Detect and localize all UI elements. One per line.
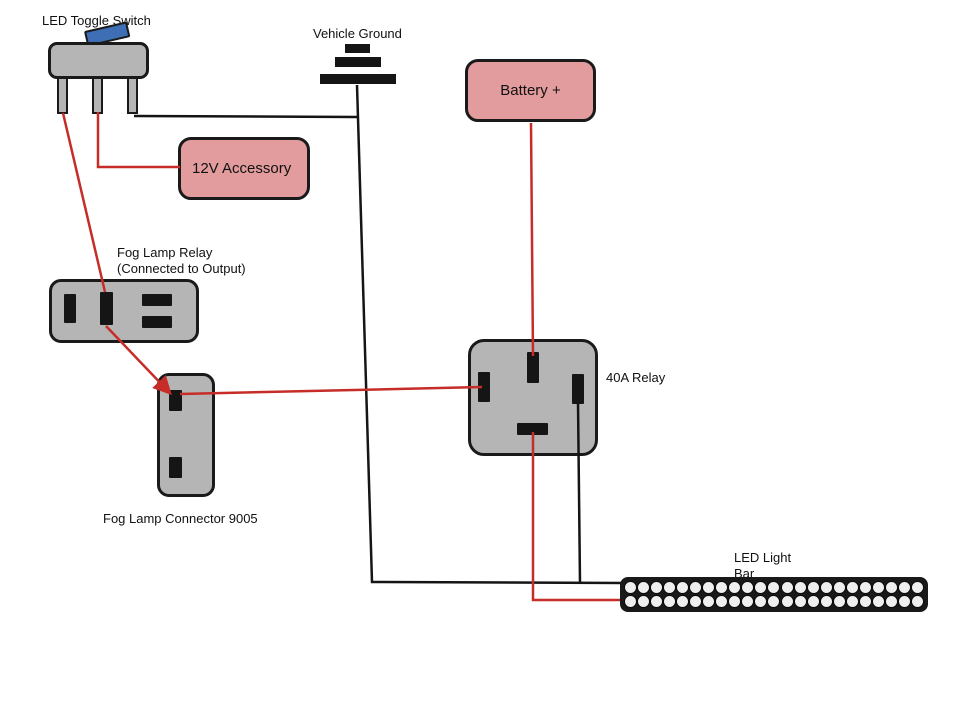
led-dot: [767, 595, 781, 609]
wire-switch-pin3-to-ground: [133, 114, 359, 119]
led-dot: [910, 580, 924, 594]
fog-lamp-relay-terminal-3: [142, 294, 172, 306]
relay-40a-terminal-right: [572, 374, 584, 404]
led-dot: [741, 580, 755, 594]
led-dot: [663, 595, 677, 609]
led-dot: [832, 595, 846, 609]
led-dot: [715, 595, 729, 609]
battery-positive-box: Battery +: [465, 59, 596, 122]
vehicle-ground-label: Vehicle Ground: [313, 26, 402, 41]
led-dot: [689, 595, 703, 609]
ground-symbol-bar-large: [320, 74, 396, 84]
led-dot: [806, 580, 820, 594]
wire-relay-right-terminal-down: [576, 401, 582, 584]
led-grid: [620, 577, 928, 612]
wire-switch-pin2-to-accessory: [96, 112, 180, 169]
led-dot: [663, 580, 677, 594]
accessory-12v-box: 12V Accessory: [178, 137, 310, 200]
led-dot: [871, 595, 885, 609]
led-dot: [676, 580, 690, 594]
led-dot: [676, 595, 690, 609]
led-dot: [780, 580, 794, 594]
led-dot: [884, 595, 898, 609]
relay-40a-terminal-left: [478, 372, 490, 402]
led-dot: [741, 595, 755, 609]
led-dot: [754, 580, 768, 594]
led-light-bar: [620, 577, 928, 612]
led-dot: [780, 595, 794, 609]
accessory-12v-text: 12V Accessory: [192, 160, 292, 177]
led-dot: [845, 595, 859, 609]
wire-relay-bottom-to-led-bar: [531, 432, 624, 602]
led-dot: [871, 580, 885, 594]
fog-lamp-relay-label-line1: Fog Lamp Relay: [117, 245, 213, 260]
led-dot: [858, 580, 872, 594]
relay-40a-terminal-bottom: [517, 423, 548, 435]
led-dot: [845, 580, 859, 594]
led-dot: [624, 580, 638, 594]
ground-symbol-bar-small: [345, 44, 370, 53]
led-dot: [728, 595, 742, 609]
relay-40a-label: 40A Relay: [606, 370, 666, 385]
led-dot: [650, 595, 664, 609]
led-dot: [819, 595, 833, 609]
led-dot: [897, 595, 911, 609]
led-light-bar-label-line1: LED Light: [734, 550, 792, 565]
led-dot: [858, 595, 872, 609]
wire-connector-to-relay-left: [179, 385, 483, 396]
relay-40a-terminal-top: [527, 352, 539, 383]
led-dot: [728, 580, 742, 594]
led-dot: [910, 595, 924, 609]
led-dot: [884, 580, 898, 594]
wire-ground-to-led-bar: [355, 84, 625, 585]
led-dot: [689, 580, 703, 594]
led-dot: [702, 580, 716, 594]
fog-lamp-relay-label-line2: (Connected to Output): [117, 261, 246, 276]
led-dot: [702, 595, 716, 609]
led-dot: [832, 580, 846, 594]
led-dot: [767, 580, 781, 594]
fog-lamp-connector-terminal-bottom: [169, 457, 182, 478]
led-dot: [793, 580, 807, 594]
led-dot: [637, 595, 651, 609]
fog-lamp-relay-terminal-4: [142, 316, 172, 328]
fog-lamp-relay-label: Fog Lamp Relay (Connected to Output): [117, 245, 246, 277]
wire-battery-to-relay-top: [529, 122, 535, 357]
fog-lamp-connector-label: Fog Lamp Connector 9005: [103, 511, 258, 526]
ground-symbol-bar-medium: [335, 57, 381, 67]
led-dot: [715, 580, 729, 594]
fog-lamp-relay-terminal-1: [64, 294, 76, 323]
led-dot: [793, 595, 807, 609]
led-dot: [806, 595, 820, 609]
fog-lamp-relay-terminal-2: [100, 292, 113, 325]
fog-lamp-relay-body: [49, 279, 199, 343]
led-dot: [754, 595, 768, 609]
led-dot: [897, 580, 911, 594]
fog-lamp-connector-terminal-top: [169, 390, 182, 411]
led-dot: [637, 580, 651, 594]
led-dot: [624, 595, 638, 609]
led-dot: [650, 580, 664, 594]
battery-positive-text: Battery +: [500, 82, 561, 99]
wire-fog-relay-to-connector: [105, 325, 172, 396]
wire-switch-pin1-to-fog-relay: [61, 112, 107, 293]
toggle-switch-body: [48, 42, 149, 79]
led-dot: [819, 580, 833, 594]
